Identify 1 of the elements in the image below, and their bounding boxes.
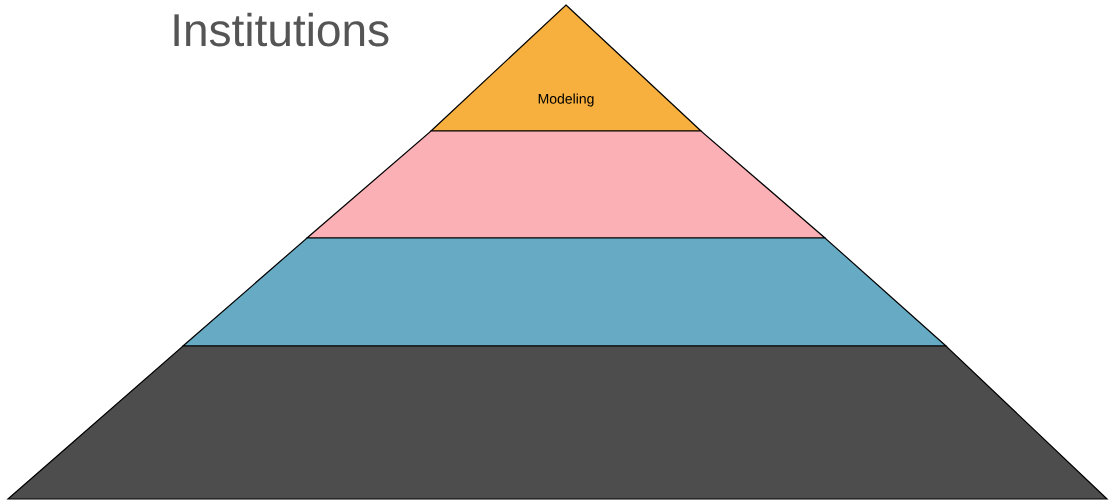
title: Institutions	[174, 12, 389, 47]
